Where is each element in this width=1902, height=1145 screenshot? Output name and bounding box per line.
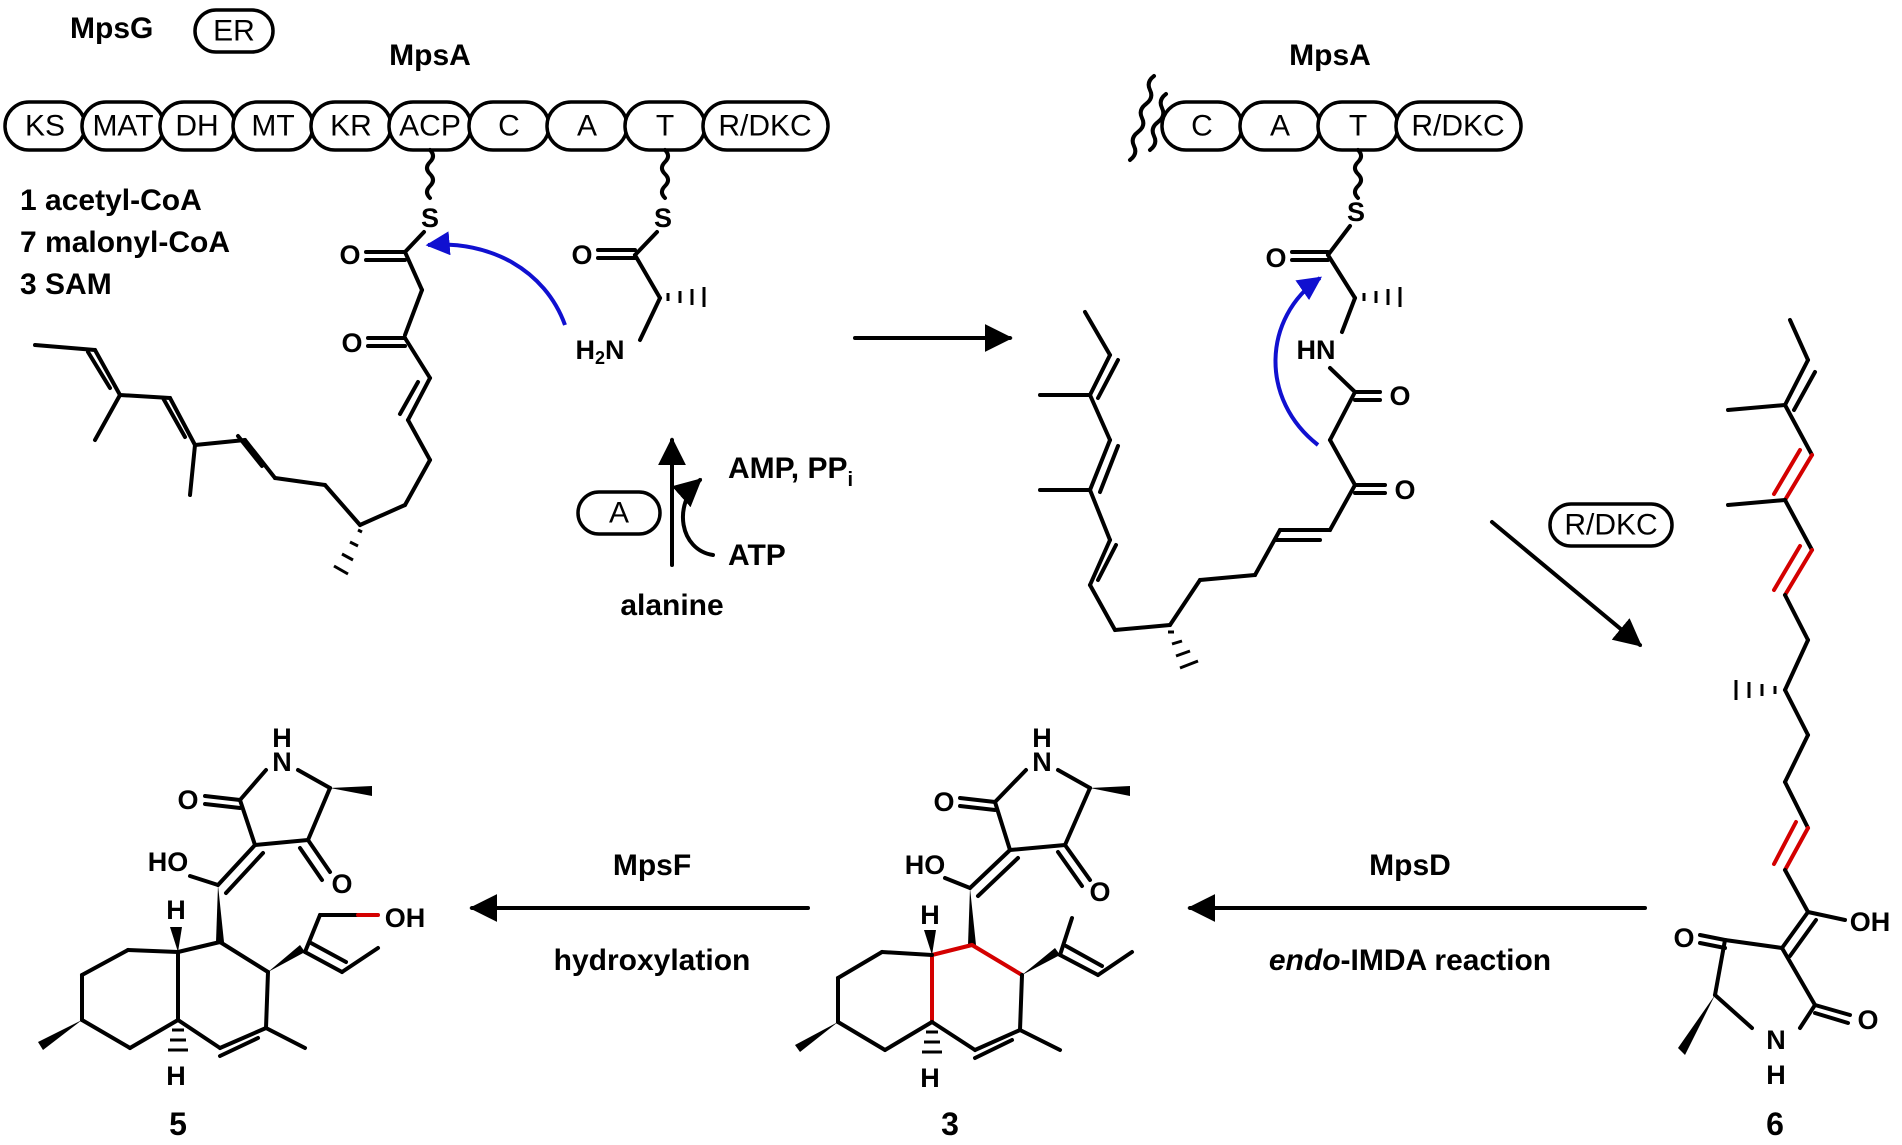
svg-text:DH: DH xyxy=(175,110,218,143)
svg-text:KR: KR xyxy=(330,110,372,143)
svg-text:C: C xyxy=(1191,110,1213,143)
domain-mt: MT xyxy=(231,100,315,152)
svg-text:O: O xyxy=(1389,381,1410,411)
svg-text:HO: HO xyxy=(905,850,946,880)
domain-r-dkc: R/DKC xyxy=(701,100,830,152)
t-bound-alanine: S O H2N xyxy=(571,148,706,368)
svg-text:R/DKC: R/DKC xyxy=(718,110,811,143)
svg-text:AMP, PPi: AMP, PPi xyxy=(728,452,853,491)
domain-c: C xyxy=(467,100,551,152)
compound-5-label: 5 xyxy=(169,1106,187,1142)
svg-text:O: O xyxy=(933,787,954,817)
svg-text:H: H xyxy=(272,723,292,753)
domain-a-right: A xyxy=(1238,100,1322,152)
svg-text:1 acetyl-CoA: 1 acetyl-CoA xyxy=(20,184,202,217)
compound-6-structure: OH O N H O xyxy=(1673,318,1891,1090)
svg-text:ACP: ACP xyxy=(399,110,461,143)
svg-text:MT: MT xyxy=(251,110,294,143)
svg-text:O: O xyxy=(339,240,360,270)
svg-text:N: N xyxy=(1766,1025,1786,1055)
nucleophilic-attack-arrow-left xyxy=(425,231,567,326)
svg-text:HN: HN xyxy=(1297,335,1336,365)
substrate-list: 1 acetyl-CoA 7 malonyl-CoA 3 SAM xyxy=(20,184,230,301)
mpsa-domain-chain: KS MAT DH MT KR ACP C A T R/DKC xyxy=(3,100,830,152)
svg-text:O: O xyxy=(1265,243,1286,273)
svg-text:alanine: alanine xyxy=(620,589,723,622)
svg-text:O: O xyxy=(1089,877,1110,907)
compound-5-structure: H N O O HO H OH xyxy=(38,723,425,1091)
svg-text:A: A xyxy=(1270,110,1290,143)
mpsa-domain-chain-truncated: C A T R/DKC xyxy=(1128,74,1523,162)
er-domain: ER xyxy=(193,8,275,54)
svg-text:N: N xyxy=(272,747,292,777)
nucleophilic-attack-arrow-right xyxy=(1273,276,1322,447)
mpsf-step: MpsF hydroxylation xyxy=(469,849,810,977)
mpsg-label: MpsG xyxy=(70,12,153,45)
svg-text:HO: HO xyxy=(148,847,189,877)
svg-text:R/DKC: R/DKC xyxy=(1564,509,1657,542)
svg-text:endo-IMDA reaction: endo-IMDA reaction xyxy=(1269,944,1551,977)
svg-text:O: O xyxy=(331,869,352,899)
svg-text:O: O xyxy=(177,785,198,815)
domain-mat: MAT xyxy=(80,100,166,152)
svg-text:A: A xyxy=(577,110,597,143)
svg-text:MpsD: MpsD xyxy=(1369,849,1451,882)
svg-text:O: O xyxy=(1394,475,1415,505)
t-bound-intermediate: S O HN O O xyxy=(1038,148,1416,670)
svg-text:T: T xyxy=(1349,110,1367,143)
svg-text:C: C xyxy=(498,110,520,143)
svg-text:MAT: MAT xyxy=(92,110,153,143)
domain-t: T xyxy=(623,100,707,152)
svg-text:H: H xyxy=(920,900,940,930)
domain-kr: KR xyxy=(309,100,393,152)
domain-r-dkc-right: R/DKC xyxy=(1394,100,1523,152)
svg-text:O: O xyxy=(571,240,592,270)
svg-text:3 SAM: 3 SAM xyxy=(20,268,112,301)
domain-dh: DH xyxy=(158,100,237,152)
svg-text:R/DKC: R/DKC xyxy=(1411,110,1504,143)
svg-text:MpsF: MpsF xyxy=(613,849,691,882)
svg-text:ER: ER xyxy=(213,15,255,48)
mpsa-label-left: MpsA xyxy=(389,39,471,72)
adenylation-step: A AMP, PPi ATP alanine xyxy=(576,437,853,622)
domain-ks: KS xyxy=(3,100,87,152)
svg-text:7 malonyl-CoA: 7 malonyl-CoA xyxy=(20,226,230,259)
svg-text:ATP: ATP xyxy=(728,539,786,572)
svg-text:H: H xyxy=(920,1063,940,1093)
svg-text:S: S xyxy=(654,203,672,233)
svg-text:OH: OH xyxy=(1850,907,1891,937)
compound-3-label: 3 xyxy=(941,1106,959,1142)
svg-text:N: N xyxy=(1032,747,1052,777)
svg-text:O: O xyxy=(341,328,362,358)
svg-text:A: A xyxy=(609,497,629,530)
svg-text:S: S xyxy=(1347,197,1365,227)
svg-text:OH: OH xyxy=(385,903,426,933)
acp-bound-polyketide: S O O xyxy=(33,148,439,576)
svg-text:hydroxylation: hydroxylation xyxy=(554,944,751,977)
svg-text:H2N: H2N xyxy=(575,335,624,368)
compound-6-label: 6 xyxy=(1766,1106,1784,1142)
svg-text:H: H xyxy=(1032,723,1052,753)
svg-text:O: O xyxy=(1673,923,1694,953)
domain-t-right: T xyxy=(1316,100,1400,152)
svg-text:O: O xyxy=(1857,1005,1878,1035)
svg-text:H: H xyxy=(1766,1060,1786,1090)
domain-a: A xyxy=(545,100,629,152)
svg-text:T: T xyxy=(656,110,674,143)
svg-text:H: H xyxy=(166,895,186,925)
mpsd-step: MpsD endo-IMDA reaction xyxy=(1187,849,1647,977)
domain-acp: ACP xyxy=(387,100,473,152)
domain-c-right: C xyxy=(1160,100,1244,152)
mpsa-label-right: MpsA xyxy=(1289,39,1371,72)
svg-text:S: S xyxy=(421,203,439,233)
svg-text:KS: KS xyxy=(25,110,65,143)
compound-3-structure: H N O O HO H xyxy=(795,723,1134,1093)
svg-text:H: H xyxy=(166,1061,186,1091)
rdkc-step: R/DKC xyxy=(1490,502,1674,647)
